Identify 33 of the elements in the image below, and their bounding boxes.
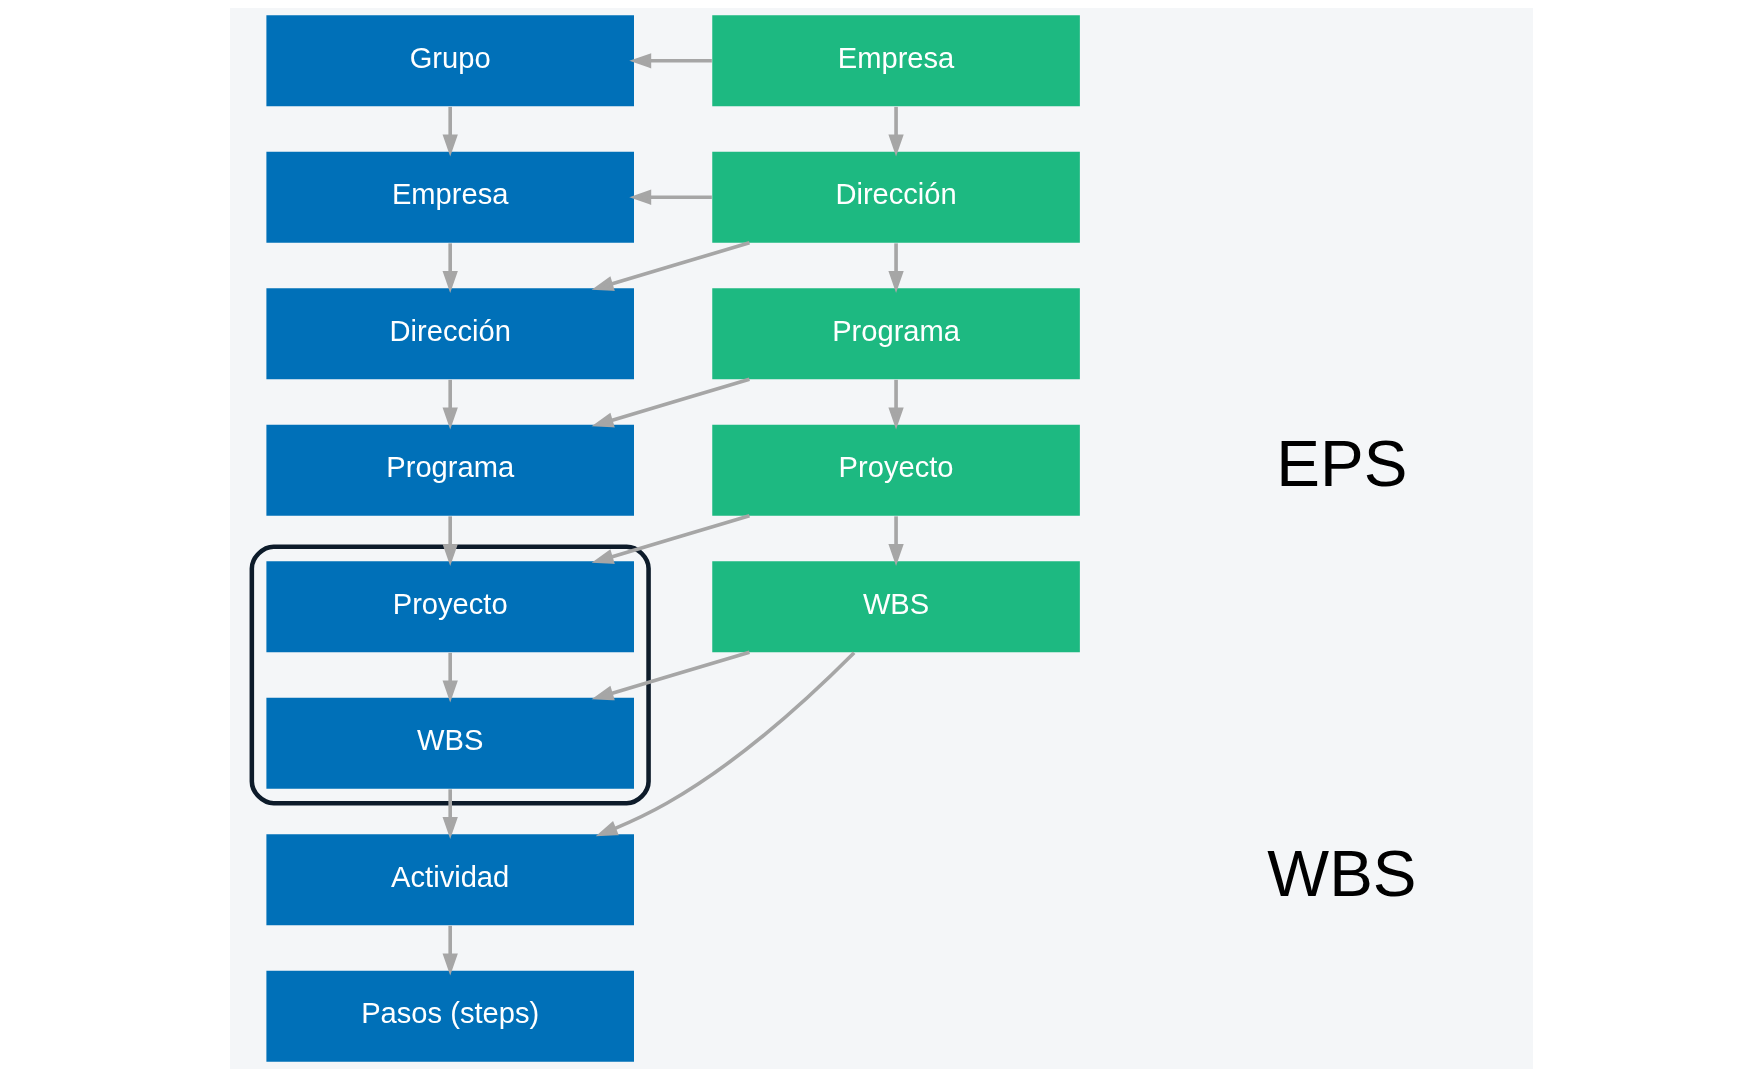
node-box: Dirección (711, 151, 1080, 243)
arrow (887, 106, 904, 157)
node-box: Empresa (711, 15, 1080, 107)
node-box: Proyecto (711, 424, 1080, 516)
arrow (591, 241, 750, 291)
arrow (591, 514, 750, 564)
arrow (595, 651, 855, 837)
node-box: Actividad (265, 834, 634, 926)
arrow (442, 925, 458, 976)
arrow (442, 243, 458, 293)
node-box: Proyecto (265, 561, 634, 653)
arrow (887, 243, 904, 293)
arrow (591, 377, 750, 428)
label: EPS (1275, 427, 1407, 501)
arrow (628, 53, 712, 69)
arrow (442, 652, 458, 703)
node-box: WBS (711, 561, 1080, 653)
node-box: WBS (265, 697, 634, 789)
arrow (591, 650, 750, 701)
node-box: Pasos (steps) (265, 970, 634, 1062)
label: WBS (1266, 836, 1417, 910)
node-box: Programa (265, 424, 634, 516)
node-box: Dirección (265, 288, 634, 380)
node-box: Programa (711, 288, 1080, 380)
arrow (442, 789, 458, 839)
arrow (628, 189, 712, 205)
arrow (887, 379, 904, 430)
arrow (442, 379, 458, 430)
arrow (442, 106, 458, 157)
arrow (442, 516, 458, 566)
node-box: Grupo (265, 15, 634, 107)
arrow (887, 516, 904, 566)
node-box: Empresa (265, 151, 634, 243)
